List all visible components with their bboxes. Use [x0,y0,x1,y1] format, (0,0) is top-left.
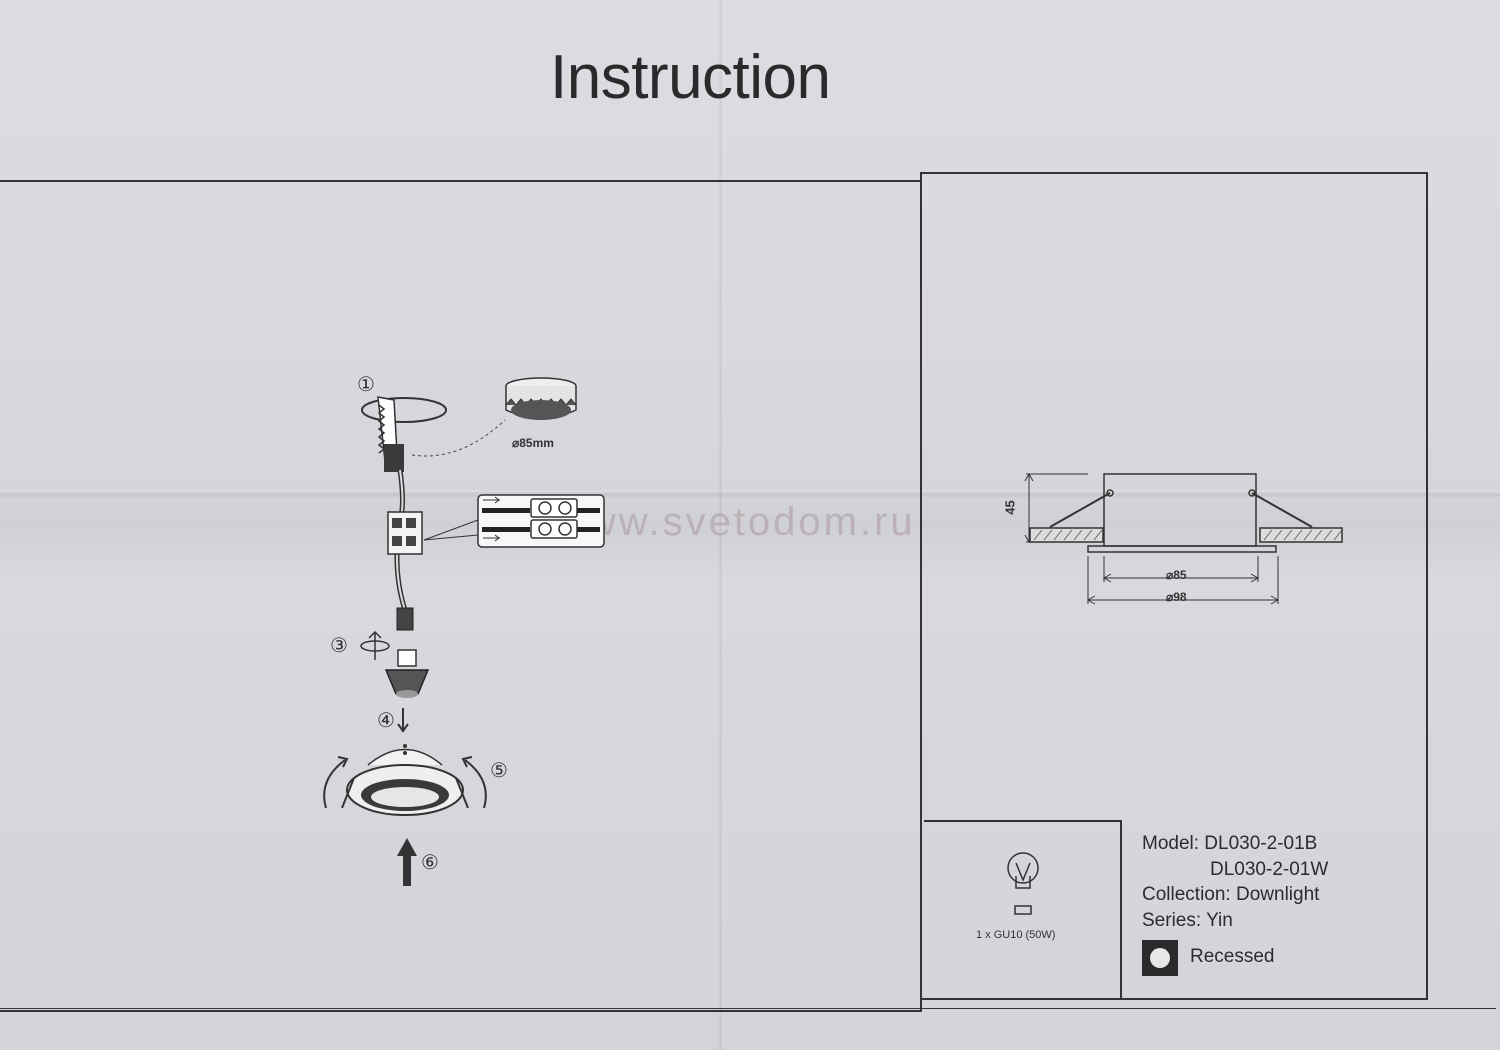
horizontal-fold [0,490,1500,498]
vertical-fold [718,0,724,1050]
step-3-marker: ③ [330,635,348,657]
collection-label: Collection: Downlight [1142,884,1320,905]
outer-diameter-label: ⌀98 [1166,590,1187,604]
mount-type-label: Recessed [1190,946,1275,967]
spring-arrow-left [323,759,346,809]
downlight-fixture-icon [341,744,469,816]
step-4-marker: ④ [377,710,395,732]
socket-icon [396,607,414,631]
bulb-cell-frame [924,820,1122,998]
bulb-spec-label: 1 x GU10 (50W) [976,929,1056,941]
step-1-marker: ① [357,374,375,396]
ceiling-hole-ellipse [361,397,447,423]
model-label: Model: DL030-2-01B [1142,833,1318,854]
hole-size-label: ⌀85mm [512,436,554,450]
model-alt-label: DL030-2-01W [1210,859,1329,880]
series-label: Series: Yin [1142,910,1233,931]
inner-diameter-label: ⌀85 [1166,568,1187,582]
saw-icon [377,396,404,472]
terminal-detail-icon [477,494,605,548]
terminal-block-icon [387,511,423,555]
page-title: Instruction [550,43,831,112]
up-arrow-icon [397,838,417,886]
rotate-arrow-icon [360,630,390,660]
step-5-marker: ⑤ [490,760,508,782]
watermark-text: www.svetodom.ru [555,500,916,544]
outer-bottom-line [0,1008,1496,1009]
recessed-mount-icon [1142,940,1178,976]
right-panel-frame [920,172,1428,1000]
spring-arrow-right [464,759,487,809]
down-arrow-icon [397,708,409,733]
step-6-marker: ⑥ [421,852,439,874]
gu10-bulb-icon [384,649,430,698]
hole-saw-icon [505,377,577,420]
